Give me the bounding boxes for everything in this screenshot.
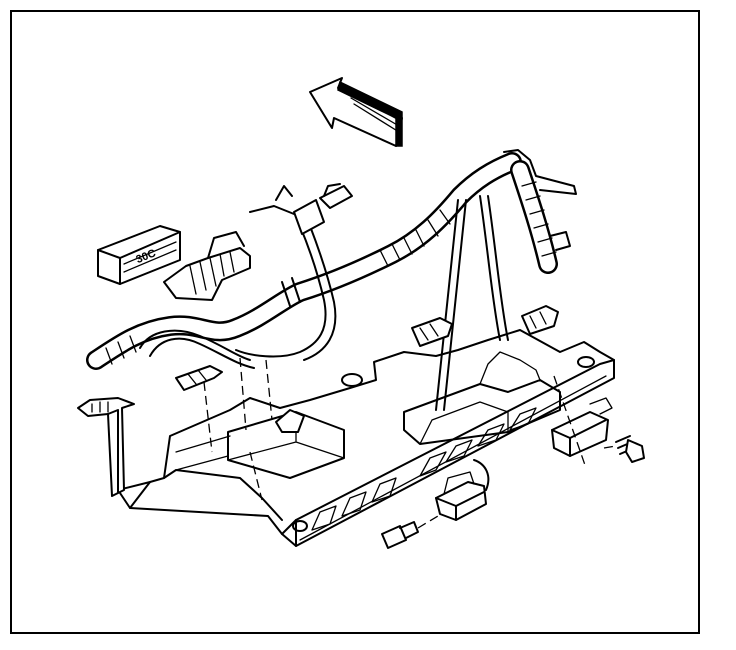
retainer-clip-left — [175, 365, 223, 391]
connector-top — [249, 183, 353, 235]
connector-socket — [163, 231, 251, 301]
harness-retainer-bottom — [435, 459, 490, 521]
bolt-fastener — [603, 435, 645, 463]
direction-arrow — [309, 77, 403, 147]
connector-block-left: 30C — [97, 225, 181, 285]
left-arm-clip — [77, 397, 135, 497]
retainer-clip-right-top — [411, 305, 559, 347]
wiring-harness-trunk — [86, 149, 577, 411]
retainer-clip-center — [275, 409, 305, 433]
push-pin-fastener — [381, 515, 439, 549]
bracket-clip-right — [551, 397, 613, 457]
alignment-lines — [203, 357, 587, 501]
harness-mounting-bracket — [117, 329, 615, 547]
